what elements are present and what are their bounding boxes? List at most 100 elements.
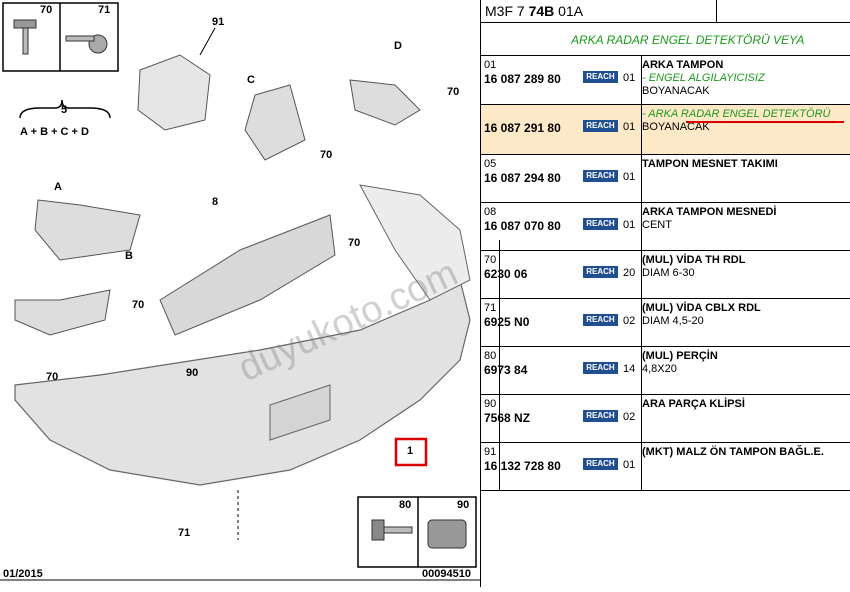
part-number[interactable]: 16 087 289 80 <box>484 72 561 86</box>
row-index: 05 <box>484 158 497 170</box>
part-title: (MKT) MALZ ÖN TAMPON BAĞL.E. <box>642 446 824 458</box>
bumper-side <box>359 184 471 301</box>
inset-box <box>357 496 477 568</box>
bracket-b <box>14 289 111 336</box>
part-title: ARA PARÇA KLİPSİ <box>642 398 745 410</box>
highlight-underline <box>686 121 844 123</box>
part-description: ARA PARÇA KLİPSİ <box>642 398 745 411</box>
reach-badge: REACH <box>583 362 618 374</box>
part-quantity: 01 <box>623 72 636 84</box>
callout-70-c: 70 <box>320 149 333 161</box>
diagram-ref: 00094510 <box>422 568 471 580</box>
callout-91: 91 <box>212 16 225 28</box>
row-index: 91 <box>484 446 497 458</box>
reach-badge: REACH <box>583 218 618 230</box>
callout-71: 71 <box>98 4 111 16</box>
reach-badge: REACH <box>583 71 618 83</box>
part-color: CENT <box>642 219 672 231</box>
part-quantity: 14 <box>623 363 636 375</box>
row-index: 08 <box>484 206 497 218</box>
diagram-svg <box>0 2 480 581</box>
callout-70-d: 70 <box>447 86 460 98</box>
part-number[interactable]: 16 087 294 80 <box>484 171 561 185</box>
part-number[interactable]: 6973 84 <box>484 363 528 377</box>
rivet-80-icon <box>371 519 413 541</box>
callout-90: 90 <box>186 367 199 379</box>
diagram-date: 01/2015 <box>3 568 43 580</box>
exploded-diagram: 70 71 91 C D 70 5 A + B + C + D 70 A 8 B… <box>0 2 480 581</box>
callout-8: 8 <box>212 196 219 208</box>
callout-5: 5 <box>61 104 68 116</box>
bracket-c <box>244 84 306 161</box>
support-8 <box>159 214 336 336</box>
reach-badge: REACH <box>583 410 618 422</box>
bracket-a <box>34 199 141 261</box>
part-title: (MUL) PERÇİN <box>642 350 718 362</box>
rear-bumper <box>14 279 471 486</box>
part-color: BOYANACAK <box>642 121 710 133</box>
row-index: 70 <box>484 254 497 266</box>
part-number[interactable]: 16 087 291 80 <box>484 121 561 135</box>
part-number[interactable]: 7568 NZ <box>484 411 531 425</box>
row-index: 80 <box>484 350 497 362</box>
part-color: DIAM 6-30 <box>642 267 695 279</box>
page-code: M3F 7 74B 01A <box>485 3 584 19</box>
bracket-d <box>349 79 421 126</box>
part-number[interactable]: 16 087 070 80 <box>484 219 561 233</box>
parts-panel: M3F 7 74B 01A ARKA RADAR ENGEL DETEKTÖRÜ… <box>480 0 850 587</box>
callout-1-highlight <box>394 437 428 467</box>
part-quantity: 02 <box>623 315 636 327</box>
part-title: ARKA TAMPON MESNEDİ <box>642 206 777 218</box>
callout-70-b: 70 <box>132 299 145 311</box>
callout-70: 70 <box>40 4 53 16</box>
callout-71-b: 71 <box>178 527 191 539</box>
part-color: BOYANACAK <box>642 85 710 97</box>
part-description: TAMPON MESNET TAKIMI <box>642 158 778 171</box>
callout-c: C <box>247 74 255 86</box>
callout-90-inset: 90 <box>457 499 470 511</box>
part-quantity: 01 <box>623 219 636 231</box>
part-number[interactable]: 6230 06 <box>484 267 528 281</box>
module-91 <box>137 54 211 131</box>
callout-abcd: A + B + C + D <box>20 126 89 138</box>
reach-badge: REACH <box>583 314 618 326</box>
callout-b: B <box>125 250 133 262</box>
callout-1: 1 <box>407 445 414 457</box>
part-number[interactable]: 16 132 728 80 <box>484 459 561 473</box>
part-quantity: 01 <box>623 459 636 471</box>
brace-5 <box>19 99 111 119</box>
part-variant: - ARKA RADAR ENGEL DETEKTÖRÜ <box>642 108 831 120</box>
part-title: ARKA TAMPON <box>642 59 724 71</box>
part-row[interactable]: 16 087 291 80 REACH 01 - ARKA RADAR ENGEL D… <box>481 104 850 155</box>
part-quantity: 01 <box>623 121 636 133</box>
part-quantity: 01 <box>623 171 636 183</box>
callout-70-l: 70 <box>46 371 59 383</box>
subtitle: ARKA RADAR ENGEL DETEKTÖRÜ VEYA <box>571 33 805 47</box>
part-color: DIAM 4,5-20 <box>642 315 704 327</box>
part-description: (MKT) MALZ ÖN TAMPON BAĞL.E. <box>642 446 824 459</box>
part-quantity: 02 <box>623 411 636 423</box>
clip-90-icon <box>427 519 467 549</box>
screw-71-icon <box>65 34 108 54</box>
part-number[interactable]: 6925 N0 <box>484 315 530 329</box>
row-index: 90 <box>484 398 497 410</box>
part-variant: - ENGEL ALGILAYICISIZ <box>642 72 765 84</box>
callout-a: A <box>54 181 62 193</box>
header-bar: M3F 7 74B 01A <box>481 0 850 23</box>
row-index: 01 <box>484 59 497 71</box>
reach-badge: REACH <box>583 120 618 132</box>
